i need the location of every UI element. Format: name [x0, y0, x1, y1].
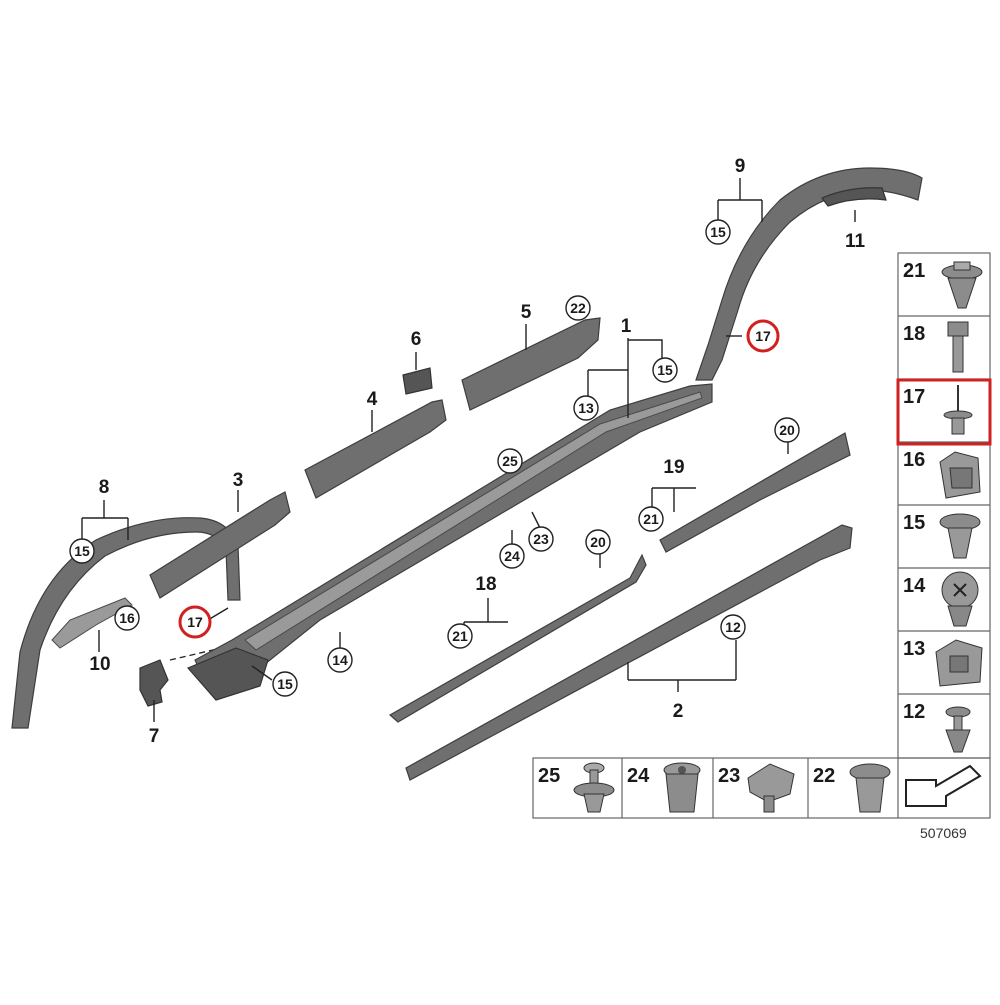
circled-callout-20-top: 20	[774, 417, 800, 443]
callout-10: 10	[89, 654, 110, 675]
fastener-17-icon	[943, 385, 973, 435]
fastener-24-label: 24	[627, 765, 650, 787]
fastener-14-icon	[941, 571, 979, 627]
part-3-bracket	[149, 491, 291, 599]
fastener-25-label: 25	[538, 765, 560, 787]
diagram-code: 507069	[920, 825, 967, 841]
circled-callout-21-right: 21	[638, 506, 664, 532]
fastener-22-label: 22	[813, 765, 835, 787]
callout-9: 9	[735, 156, 746, 177]
fastener-23-icon	[747, 763, 795, 813]
circled-callout-24: 24	[499, 543, 525, 569]
svg-text:17: 17	[187, 614, 203, 630]
callout-1: 1	[621, 316, 632, 337]
circled-callout-22: 22	[565, 295, 591, 321]
callout-7: 7	[149, 726, 160, 747]
callout-2: 2	[673, 701, 684, 722]
fastener-12-label: 12	[903, 701, 925, 723]
circled-callout-15-mid: 15	[652, 357, 678, 383]
part-10-trim-strip	[51, 597, 133, 649]
svg-text:22: 22	[570, 300, 586, 316]
fastener-17-label: 17	[903, 386, 925, 408]
circled-callout-16: 16	[114, 605, 140, 631]
circled-callout-12: 12	[720, 614, 746, 640]
circled-callout-17-left-highlighted: 17	[178, 605, 212, 639]
callout-3: 3	[233, 470, 244, 491]
callout-8: 8	[99, 477, 110, 498]
part-2-strip	[405, 524, 853, 781]
orientation-arrow-icon	[905, 764, 982, 807]
fastener-18-icon	[947, 321, 969, 373]
svg-text:20: 20	[779, 422, 795, 438]
circled-callout-20-mid: 20	[585, 529, 611, 555]
fastener-23-label: 23	[718, 765, 740, 787]
part-14-end-cap	[186, 647, 269, 701]
part-1-sill-highlight	[244, 391, 703, 651]
part-6-clip	[402, 367, 433, 395]
part-9-wheel-arch-trim	[695, 167, 923, 381]
fastener-16-label: 16	[903, 449, 925, 471]
fastener-row: 25 24 23 22	[532, 757, 991, 819]
fastener-16-icon	[939, 451, 981, 499]
circled-callout-21-left: 21	[447, 623, 473, 649]
fastener-25-icon	[573, 762, 615, 813]
callout-19: 19	[663, 457, 684, 478]
svg-text:23: 23	[533, 531, 549, 547]
part-7-bracket	[139, 659, 169, 707]
circled-callout-25: 25	[497, 448, 523, 474]
part-4-bracket	[304, 399, 447, 499]
fastener-22-icon	[849, 763, 891, 813]
fastener-24-icon	[663, 762, 701, 813]
fastener-15-icon	[939, 513, 981, 559]
svg-text:12: 12	[725, 619, 741, 635]
callout-18: 18	[475, 574, 496, 595]
callout-4: 4	[367, 389, 378, 410]
circled-callout-13: 13	[573, 395, 599, 421]
fastener-18-label: 18	[903, 323, 925, 345]
part-19-strip	[659, 432, 851, 553]
circled-callout-17-right-highlighted: 17	[746, 319, 780, 353]
svg-text:21: 21	[452, 628, 468, 644]
svg-text:13: 13	[578, 400, 594, 416]
callout-5: 5	[521, 302, 532, 323]
fastener-column: 21 18 17 16 15 14 13 12	[896, 252, 992, 759]
callout-6: 6	[411, 329, 422, 350]
svg-text:16: 16	[119, 610, 135, 626]
part-5-bracket	[461, 317, 601, 411]
svg-text:14: 14	[332, 652, 348, 668]
svg-text:17: 17	[755, 328, 771, 344]
fastener-15-label: 15	[903, 512, 925, 534]
svg-text:15: 15	[74, 543, 90, 559]
fastener-14-label: 14	[903, 575, 926, 597]
callout-11: 11	[845, 231, 866, 252]
svg-text:24: 24	[504, 548, 520, 564]
svg-text:15: 15	[277, 676, 293, 692]
highlight-box-17	[896, 378, 992, 446]
part-11-trim	[821, 187, 887, 207]
fastener-12-icon	[945, 706, 971, 753]
svg-text:21: 21	[643, 511, 659, 527]
fastener-13-icon	[935, 639, 983, 687]
fastener-21-icon	[941, 261, 983, 309]
circled-callout-23: 23	[528, 526, 554, 552]
circled-callout-15-top: 15	[705, 219, 731, 245]
svg-text:20: 20	[590, 534, 606, 550]
fastener-13-label: 13	[903, 638, 925, 660]
fastener-21-label: 21	[903, 260, 925, 282]
part-18-strip	[388, 553, 647, 723]
circled-callout-14: 14	[327, 647, 353, 673]
svg-text:15: 15	[710, 224, 726, 240]
circled-callout-15-left: 15	[69, 538, 95, 564]
circled-callout-15-low: 15	[272, 671, 298, 697]
svg-text:25: 25	[502, 453, 518, 469]
svg-text:15: 15	[657, 362, 673, 378]
